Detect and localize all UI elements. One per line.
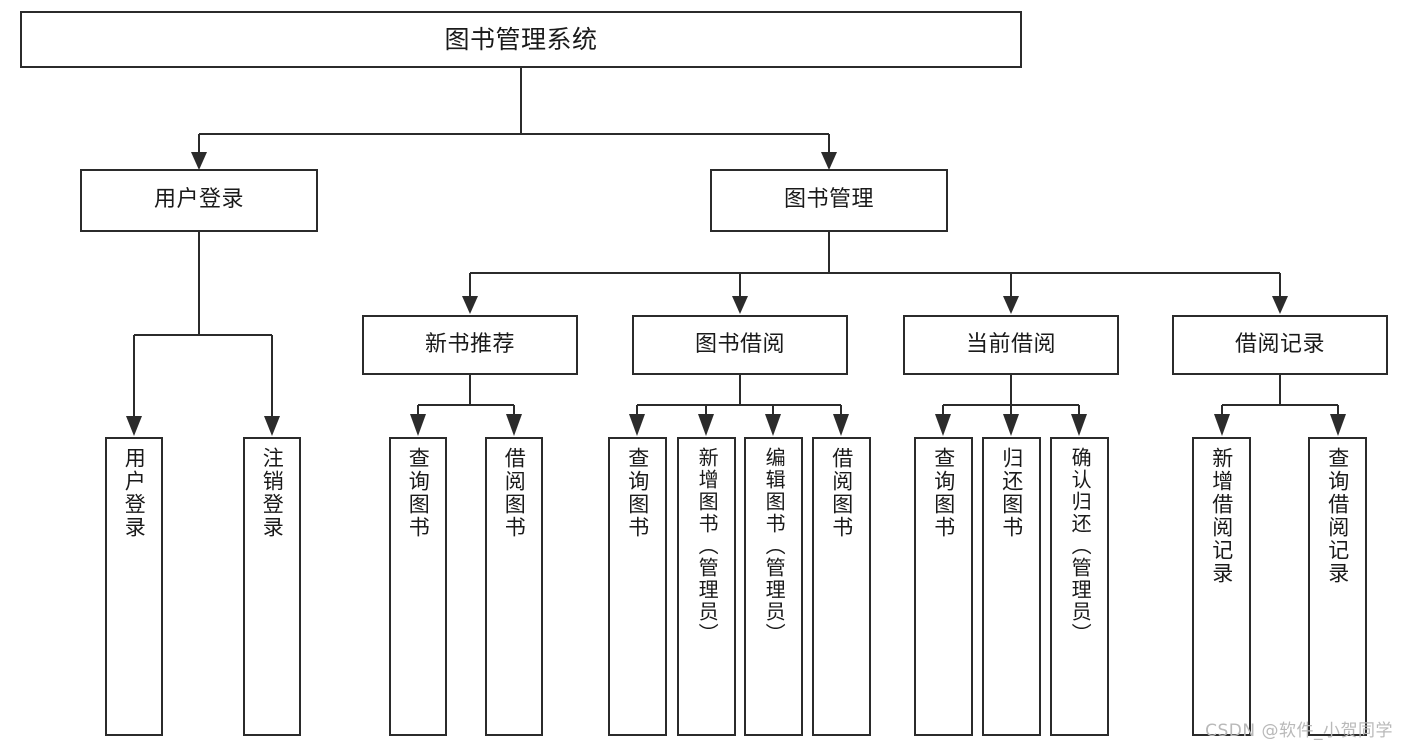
node-leaf-return-book-label: 归还图书: [999, 447, 1024, 539]
node-book-borrow-label: 图书借阅: [694, 331, 785, 357]
node-leaf-user-login-label: 用户登录: [122, 447, 147, 539]
arrow-root-to-user-login: [191, 152, 207, 170]
arrow-bb-leaf-4: [833, 414, 849, 436]
node-leaf-edit-book-label: 编辑图书（管理员）: [762, 447, 787, 645]
arrow-user-login-leaf-2: [264, 416, 280, 436]
node-leaf-confirm-return[interactable]: 确认归还（管理员）: [1050, 437, 1109, 736]
arrow-bb-leaf-3: [765, 414, 781, 436]
node-leaf-user-login[interactable]: 用户登录: [105, 437, 163, 736]
node-new-book-recommend-label: 新书推荐: [424, 331, 515, 357]
arrow-bm-to-new-book-recommend: [462, 296, 478, 314]
node-user-login-label: 用户登录: [153, 187, 244, 213]
arrow-bb-leaf-2: [698, 414, 714, 436]
arrow-br-leaf-2: [1330, 414, 1346, 436]
node-leaf-query-book-2[interactable]: 查询图书: [608, 437, 667, 736]
node-borrow-record-label: 借阅记录: [1234, 331, 1325, 357]
node-borrow-record[interactable]: 借阅记录: [1172, 315, 1388, 375]
node-leaf-borrow-book-2[interactable]: 借阅图书: [812, 437, 871, 736]
node-leaf-query-book-2-label: 查询图书: [625, 447, 650, 539]
arrow-cb-leaf-2: [1003, 414, 1019, 436]
node-leaf-logout-login-label: 注销登录: [260, 447, 285, 539]
node-user-login[interactable]: 用户登录: [80, 169, 318, 232]
node-leaf-query-book-3-label: 查询图书: [931, 447, 956, 539]
arrow-bm-to-borrow-record: [1272, 296, 1288, 314]
arrow-user-login-leaf-1: [126, 416, 142, 436]
node-leaf-edit-book[interactable]: 编辑图书（管理员）: [744, 437, 803, 736]
node-leaf-borrow-book-1[interactable]: 借阅图书: [485, 437, 543, 736]
node-book-manage-label: 图书管理: [783, 187, 874, 213]
node-leaf-add-record[interactable]: 新增借阅记录: [1192, 437, 1251, 736]
node-leaf-query-record-label: 查询借阅记录: [1325, 447, 1350, 585]
node-leaf-borrow-book-2-label: 借阅图书: [829, 447, 854, 539]
arrow-bb-leaf-1: [629, 414, 645, 436]
node-leaf-query-book-1[interactable]: 查询图书: [389, 437, 447, 736]
node-book-borrow[interactable]: 图书借阅: [632, 315, 848, 375]
node-leaf-confirm-return-label: 确认归还（管理员）: [1068, 447, 1093, 645]
node-root[interactable]: 图书管理系统: [20, 11, 1022, 68]
node-current-borrow[interactable]: 当前借阅: [903, 315, 1119, 375]
node-leaf-borrow-book-1-label: 借阅图书: [502, 447, 527, 539]
node-new-book-recommend[interactable]: 新书推荐: [362, 315, 578, 375]
node-leaf-query-book-1-label: 查询图书: [406, 447, 431, 539]
arrow-cb-leaf-1: [935, 414, 951, 436]
arrow-cb-leaf-3: [1071, 414, 1087, 436]
arrow-br-leaf-1: [1214, 414, 1230, 436]
node-leaf-add-record-label: 新增借阅记录: [1209, 447, 1234, 585]
node-current-borrow-label: 当前借阅: [965, 331, 1056, 357]
arrow-nbr-leaf-1: [410, 414, 426, 436]
arrow-root-to-book-manage: [821, 152, 837, 170]
node-leaf-add-book-label: 新增图书（管理员）: [695, 447, 720, 645]
arrow-bm-to-current-borrow: [1003, 296, 1019, 314]
watermark: CSDN @软件_小贺同学: [1205, 721, 1393, 741]
node-leaf-add-book[interactable]: 新增图书（管理员）: [677, 437, 736, 736]
node-leaf-logout-login[interactable]: 注销登录: [243, 437, 301, 736]
node-root-label: 图书管理系统: [444, 24, 598, 54]
arrow-nbr-leaf-2: [506, 414, 522, 436]
node-book-manage[interactable]: 图书管理: [710, 169, 948, 232]
arrow-bm-to-book-borrow: [732, 296, 748, 314]
node-leaf-query-record[interactable]: 查询借阅记录: [1308, 437, 1367, 736]
node-leaf-query-book-3[interactable]: 查询图书: [914, 437, 973, 736]
node-leaf-return-book[interactable]: 归还图书: [982, 437, 1041, 736]
